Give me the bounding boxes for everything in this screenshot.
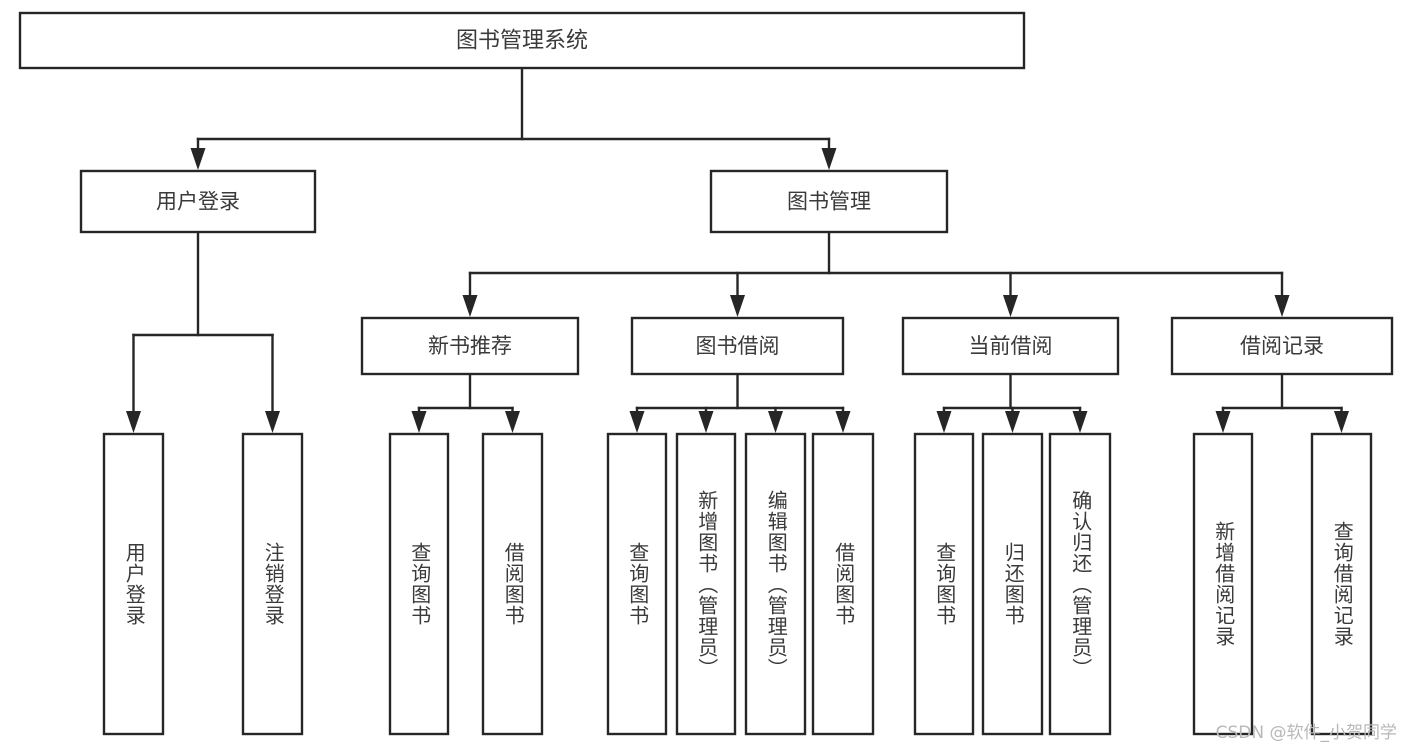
node-box-leaf-user-login[interactable]	[102, 432, 165, 736]
arrow-head-icon	[768, 411, 783, 433]
arrow-head-icon	[190, 148, 206, 170]
node-label-book-borrow: 图书借阅	[696, 334, 780, 358]
arrow-head-icon	[835, 411, 851, 433]
node-box-leaf-borrow-book-1[interactable]	[481, 432, 544, 736]
node-box-leaf-confirm-return[interactable]	[1048, 432, 1112, 736]
node-box-leaf-add-record[interactable]	[1192, 432, 1254, 736]
arrow-head-icon	[1003, 295, 1018, 317]
arrow-head-icon	[265, 411, 280, 433]
node-box-root[interactable]	[18, 11, 1026, 70]
csdn-watermark: CSDN @软件_小贺同学	[1215, 723, 1397, 743]
node-box-leaf-edit-book[interactable]	[744, 432, 807, 736]
arrow-head-icon	[462, 295, 478, 317]
arrow-head-icon	[1215, 411, 1231, 433]
node-label-new-book-rec: 新书推荐	[428, 334, 512, 358]
node-box-new-book-rec[interactable]	[360, 316, 580, 376]
node-label-root: 图书管理系统	[456, 29, 588, 54]
node-box-current-borrow[interactable]	[901, 316, 1120, 376]
arrow-head-icon	[821, 148, 837, 170]
node-label-current-borrow: 当前借阅	[969, 334, 1053, 358]
node-box-leaf-borrow-book-2[interactable]	[811, 432, 875, 736]
node-box-leaf-query-book-3[interactable]	[913, 432, 975, 736]
arrow-head-icon	[1072, 411, 1088, 433]
node-box-leaf-query-record[interactable]	[1310, 432, 1373, 736]
node-box-leaf-user-logout[interactable]	[241, 432, 304, 736]
edges-layer	[126, 66, 1349, 433]
arrow-head-icon	[1334, 411, 1349, 433]
arrow-head-icon	[730, 295, 745, 317]
node-box-leaf-query-book-2[interactable]	[606, 432, 668, 736]
arrow-head-icon	[1005, 411, 1020, 433]
node-label-user-login: 用户登录	[156, 190, 240, 214]
arrow-head-icon	[629, 411, 645, 433]
arrow-head-icon	[1274, 295, 1290, 317]
arrow-head-icon	[126, 411, 141, 433]
arrow-head-icon	[936, 411, 952, 433]
node-box-book-manage[interactable]	[709, 169, 949, 234]
arrow-head-icon	[505, 411, 520, 433]
node-box-borrow-record[interactable]	[1170, 316, 1394, 376]
node-box-leaf-return-book[interactable]	[981, 432, 1044, 736]
node-box-leaf-add-book[interactable]	[675, 432, 737, 736]
node-label-book-manage: 图书管理	[787, 190, 871, 214]
arrow-head-icon	[411, 411, 427, 433]
node-box-leaf-query-book-1[interactable]	[388, 432, 450, 736]
node-label-borrow-record: 借阅记录	[1240, 334, 1324, 358]
boxes-layer	[18, 11, 1394, 736]
node-box-book-borrow[interactable]	[630, 316, 845, 376]
arrow-head-icon	[698, 411, 714, 433]
node-box-user-login[interactable]	[79, 169, 317, 234]
